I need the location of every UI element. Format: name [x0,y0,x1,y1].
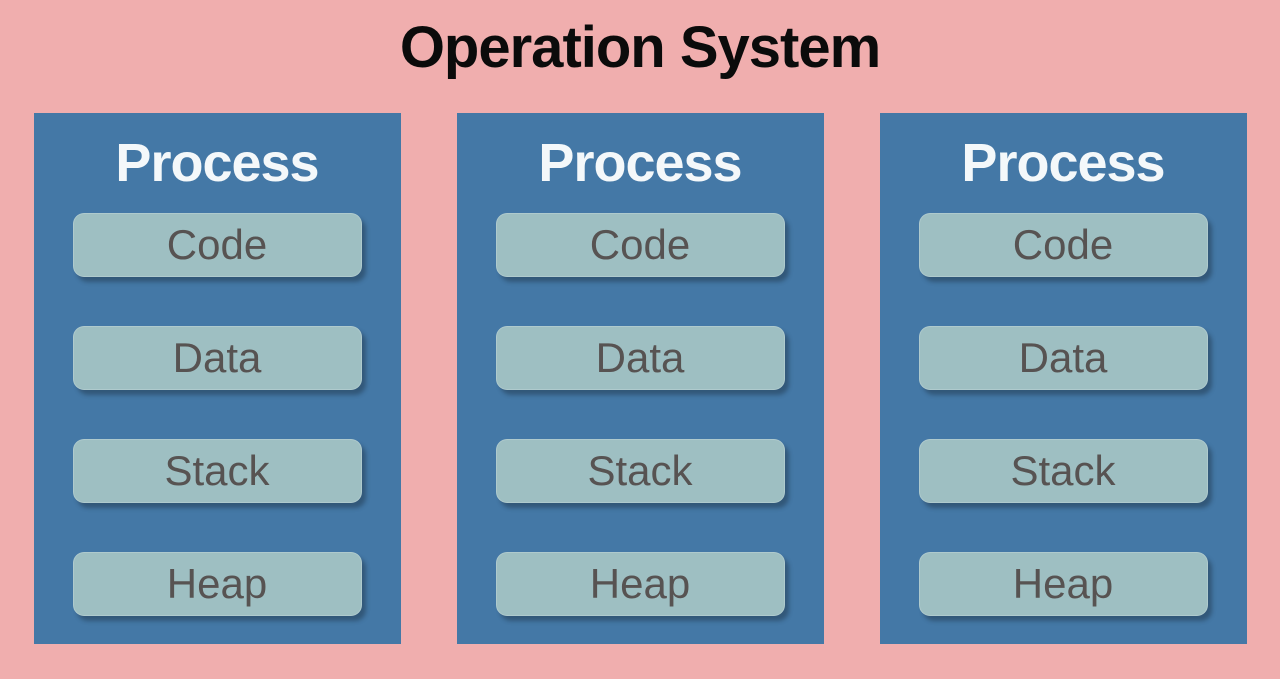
segment-list: Code Data Stack Heap [918,213,1208,616]
segment-heap: Heap [918,552,1208,616]
segment-code: Code [72,213,362,277]
process-row: Process Code Data Stack Heap Process Cod… [0,113,1280,644]
segment-stack: Stack [918,439,1208,503]
process-title: Process [961,133,1165,193]
process-box-3: Process Code Data Stack Heap [879,113,1247,644]
process-box-2: Process Code Data Stack Heap [456,113,824,644]
segment-data: Data [72,326,362,390]
process-title: Process [538,133,742,193]
segment-list: Code Data Stack Heap [72,213,362,616]
segment-code: Code [495,213,785,277]
segment-data: Data [918,326,1208,390]
segment-heap: Heap [72,552,362,616]
process-title: Process [115,133,319,193]
process-box-1: Process Code Data Stack Heap [33,113,401,644]
segment-heap: Heap [495,552,785,616]
segment-list: Code Data Stack Heap [495,213,785,616]
diagram-title: Operation System [399,15,881,80]
segment-data: Data [495,326,785,390]
segment-stack: Stack [495,439,785,503]
segment-stack: Stack [72,439,362,503]
segment-code: Code [918,213,1208,277]
